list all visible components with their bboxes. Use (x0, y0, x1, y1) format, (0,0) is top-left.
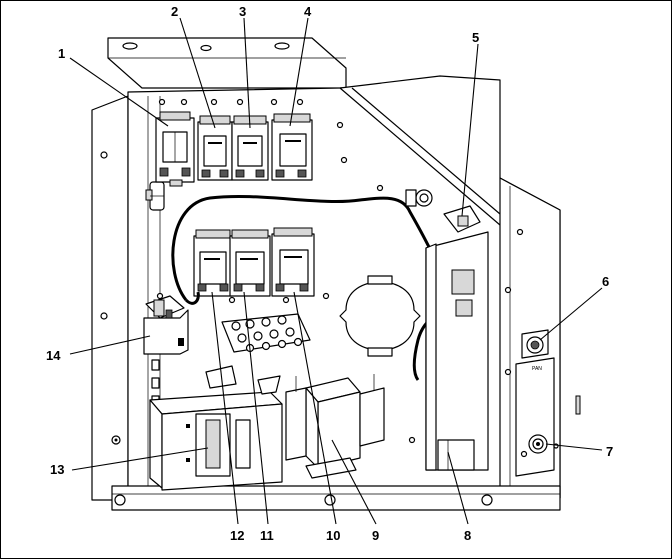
callout-1: 1 (58, 46, 65, 61)
relay-10 (271, 227, 315, 297)
panel-knockout (339, 275, 421, 357)
terminal-stud-array (221, 313, 311, 353)
connector-6 (521, 329, 549, 359)
callout-14: 14 (46, 348, 61, 363)
callout-3: 3 (239, 4, 246, 19)
callout-4: 4 (304, 4, 312, 19)
leader-9 (331, 439, 377, 525)
callout-7: 7 (606, 444, 613, 459)
callout-labels: 1 2 3 4 5 6 7 8 9 10 11 12 13 14 (46, 4, 613, 543)
callout-9: 9 (372, 528, 379, 543)
callout-13: 13 (50, 462, 64, 477)
leader-11 (243, 291, 269, 525)
callout-6: 6 (602, 274, 609, 289)
transformer-9 (285, 374, 385, 479)
leader-3 (243, 17, 251, 129)
leader-12 (211, 291, 239, 525)
cable-grommet-5 (405, 189, 481, 233)
leader-2 (179, 17, 216, 129)
leader-10 (293, 291, 337, 525)
relay-2 (197, 115, 233, 181)
leader-8 (447, 451, 469, 525)
leader-4 (289, 17, 309, 127)
relay-11 (229, 229, 271, 297)
lower-relay-row (193, 227, 315, 297)
callout-5: 5 (472, 30, 479, 45)
callout-8: 8 (464, 528, 471, 543)
svg-text:PAN: PAN (532, 366, 542, 372)
switch-7 (520, 434, 559, 458)
circuit-card-assembly-8 (425, 231, 489, 471)
bottom-flange (111, 485, 561, 511)
leader-14 (69, 335, 151, 355)
relay-12 (193, 229, 233, 297)
callout-12: 12 (230, 528, 244, 543)
callout-10: 10 (326, 528, 340, 543)
upper-relay-row (155, 111, 313, 187)
leader-5 (461, 43, 479, 217)
callout-11: 11 (260, 528, 274, 543)
leader-6 (539, 287, 603, 341)
relay-4 (271, 113, 313, 181)
leader-7 (545, 443, 603, 451)
power-supply-13 (149, 365, 283, 491)
relay-1 (155, 111, 195, 187)
leader-lines (69, 17, 603, 525)
terminal-block-14 (143, 295, 189, 355)
leader-1 (69, 57, 169, 127)
ground-stud (145, 181, 165, 211)
top-flange (107, 37, 347, 89)
side-plate: PAN (515, 357, 555, 477)
callout-2: 2 (171, 4, 178, 19)
leader-13 (71, 447, 209, 471)
